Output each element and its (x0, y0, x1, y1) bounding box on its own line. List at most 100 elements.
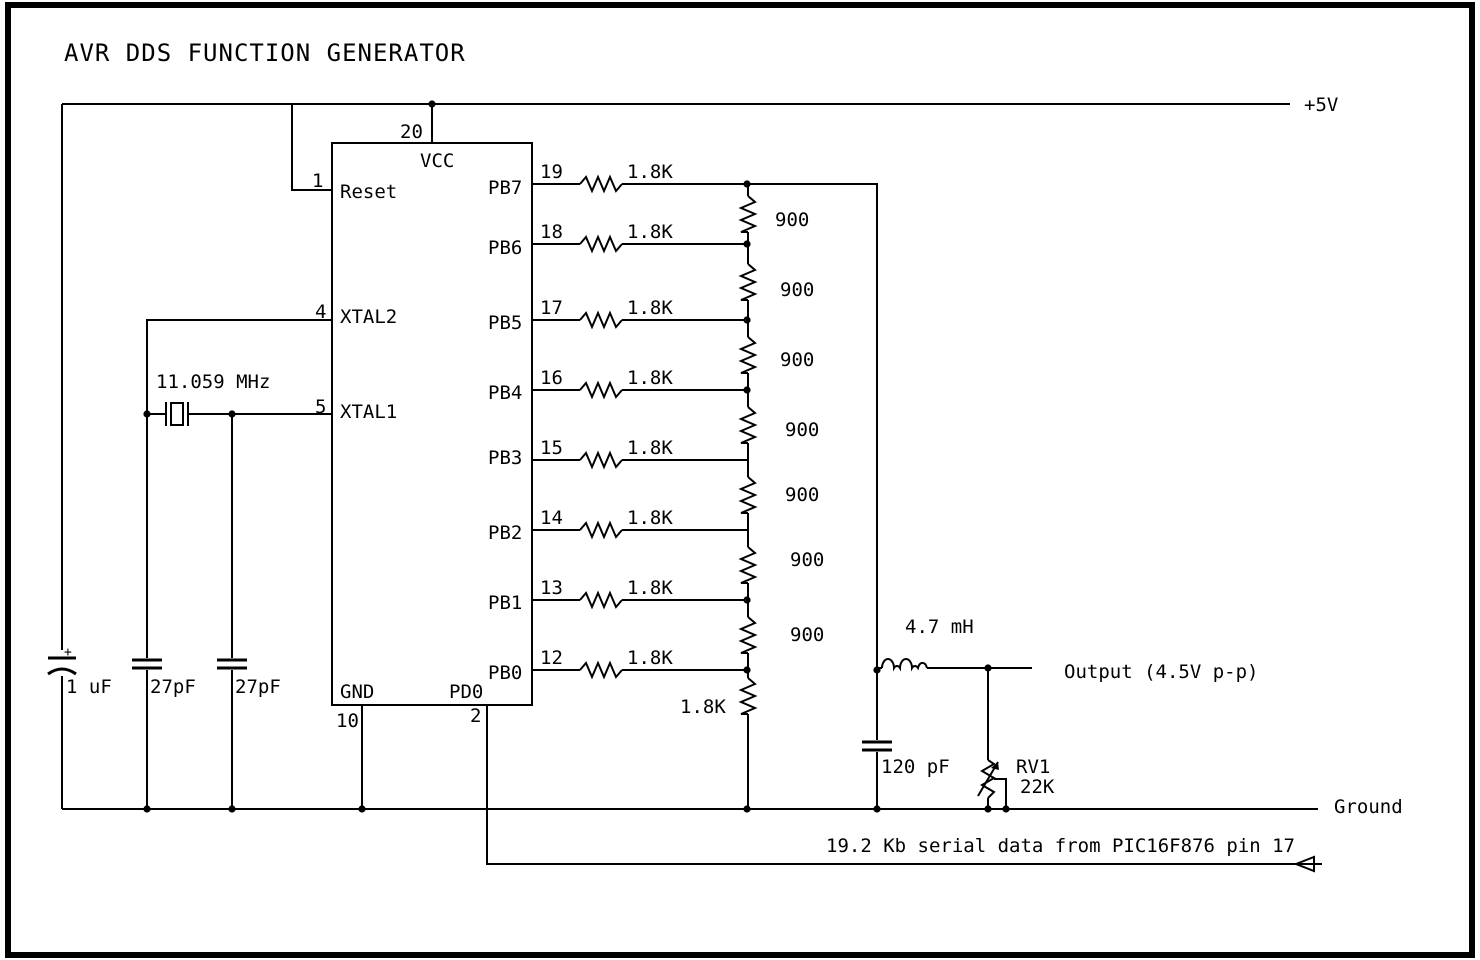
port-resistor-value: 1.8K (627, 221, 673, 243)
reset-pin-number: 1 (312, 170, 323, 192)
output-cap-label: 120 pF (881, 756, 950, 778)
xtal1-capacitor (217, 658, 247, 670)
svg-text:+: + (64, 645, 72, 660)
junction-dot (873, 805, 881, 813)
frame-border (5, 2, 1475, 958)
pot-value: 22K (1020, 776, 1055, 798)
junction-dot (873, 666, 881, 674)
port-resistor-value: 1.8K (627, 367, 673, 389)
gnd-pin-label: GND (340, 681, 374, 703)
port-resistor-value: 1.8K (627, 297, 673, 319)
port-label: PB5 (488, 312, 522, 334)
junction-dot (1002, 805, 1010, 813)
port-row-pb6: PB6 18 1.8K (488, 221, 748, 259)
serial-label: 19.2 Kb serial data from PIC16F876 pin 1… (826, 835, 1295, 857)
junction-dot (743, 666, 751, 674)
wiring (61, 103, 1322, 865)
crystal (165, 402, 189, 426)
vcc-pin-label: VCC (420, 150, 454, 172)
xtal1-cap-label: 27pF (235, 676, 281, 698)
port-row-pb4: PB4 16 1.8K (488, 367, 748, 404)
port-pin-number: 17 (540, 297, 563, 319)
junction-dot (228, 805, 236, 813)
port-resistor-value: 1.8K (627, 161, 673, 183)
crystal-label: 11.059 MHz (156, 371, 270, 393)
port-pin-number: 15 (540, 437, 563, 459)
port-label: PB4 (488, 382, 522, 404)
xtal2-pin-number: 4 (315, 301, 326, 323)
diagram-title: AVR DDS FUNCTION GENERATOR (64, 39, 466, 67)
pd0-pin-label: PD0 (449, 681, 483, 703)
junction-dot (428, 100, 436, 108)
inductor-label: 4.7 mH (905, 616, 974, 638)
ladder-resistor-value: 900 (780, 279, 814, 301)
ladder-resistor: 900 (738, 390, 819, 460)
pd0-pin-number: 2 (470, 705, 481, 727)
supply-label: +5V (1304, 94, 1338, 116)
xtal2-pin-label: XTAL2 (340, 306, 397, 328)
reset-pin-label: Reset (340, 181, 397, 203)
ladder-resistor-value: 900 (790, 624, 824, 646)
port-row-pb0: PB0 12 1.8K (488, 647, 748, 684)
ladder-bottom-resistor (738, 670, 758, 722)
ladder-resistor-value: 900 (775, 209, 809, 231)
potentiometer (977, 759, 999, 799)
junction-dot (984, 664, 992, 672)
xtal1-pin-number: 5 (315, 396, 326, 418)
junction-dot (743, 596, 751, 604)
port-row-pb7: PB7 19 1.8K (488, 161, 748, 199)
ladder-resistor-value: 900 (785, 419, 819, 441)
vcc-pin-number: 20 (400, 121, 423, 143)
port-row-pb5: PB5 17 1.8K (488, 297, 748, 334)
port-label: PB0 (488, 662, 522, 684)
supply-capacitor: + (47, 645, 77, 676)
port-resistor-value: 1.8K (627, 647, 673, 669)
port-resistor-value: 1.8K (627, 437, 673, 459)
port-label: PB3 (488, 447, 522, 469)
ladder-resistor: 900 (738, 460, 819, 530)
junction-dot (743, 240, 751, 248)
xtal1-pin-label: XTAL1 (340, 401, 397, 423)
junction-dot (743, 386, 751, 394)
junction-dot (984, 805, 992, 813)
port-resistor-value: 1.8K (627, 577, 673, 599)
gnd-pin-number: 10 (336, 710, 359, 732)
port-label: PB1 (488, 592, 522, 614)
port-pin-number: 13 (540, 577, 563, 599)
port-label: PB2 (488, 522, 522, 544)
port-pin-number: 16 (540, 367, 563, 389)
port-pin-number: 19 (540, 161, 563, 183)
junction-dot (358, 805, 366, 813)
output-label: Output (4.5V p-p) (1064, 661, 1258, 683)
xtal2-capacitor (132, 658, 162, 670)
supply-cap-label: 1 uF (66, 676, 112, 698)
port-label: PB6 (488, 237, 522, 259)
ladder-resistor: 900 (738, 320, 814, 390)
junction-dot (743, 805, 751, 813)
port-row-pb3: PB3 15 1.8K (488, 437, 748, 470)
port-row-pb2: PB2 14 1.8K (488, 507, 748, 544)
ground-label: Ground (1334, 796, 1403, 818)
port-pin-number: 12 (540, 647, 563, 669)
ladder-bottom-label: 1.8K (680, 696, 726, 718)
junction-dot (743, 316, 751, 324)
junction-dot (143, 410, 151, 418)
junction-dot (743, 180, 751, 188)
port-pin-number: 14 (540, 507, 563, 529)
ladder-resistor: 900 (738, 244, 814, 320)
serial-input-arrow (1293, 855, 1315, 873)
junction-dot (228, 410, 236, 418)
port-pin-number: 18 (540, 221, 563, 243)
ladder-resistor-value: 900 (785, 484, 819, 506)
inductor (881, 658, 928, 672)
port-resistor-value: 1.8K (627, 507, 673, 529)
ladder-resistor-value: 900 (780, 349, 814, 371)
junction-dot (143, 805, 151, 813)
ladder-resistor: 900 (738, 530, 824, 600)
port-label: PB7 (488, 177, 522, 199)
output-capacitor (862, 740, 892, 752)
ladder-resistor: 900 (738, 184, 809, 244)
ladder-resistor-value: 900 (790, 549, 824, 571)
xtal2-cap-label: 27pF (150, 676, 196, 698)
